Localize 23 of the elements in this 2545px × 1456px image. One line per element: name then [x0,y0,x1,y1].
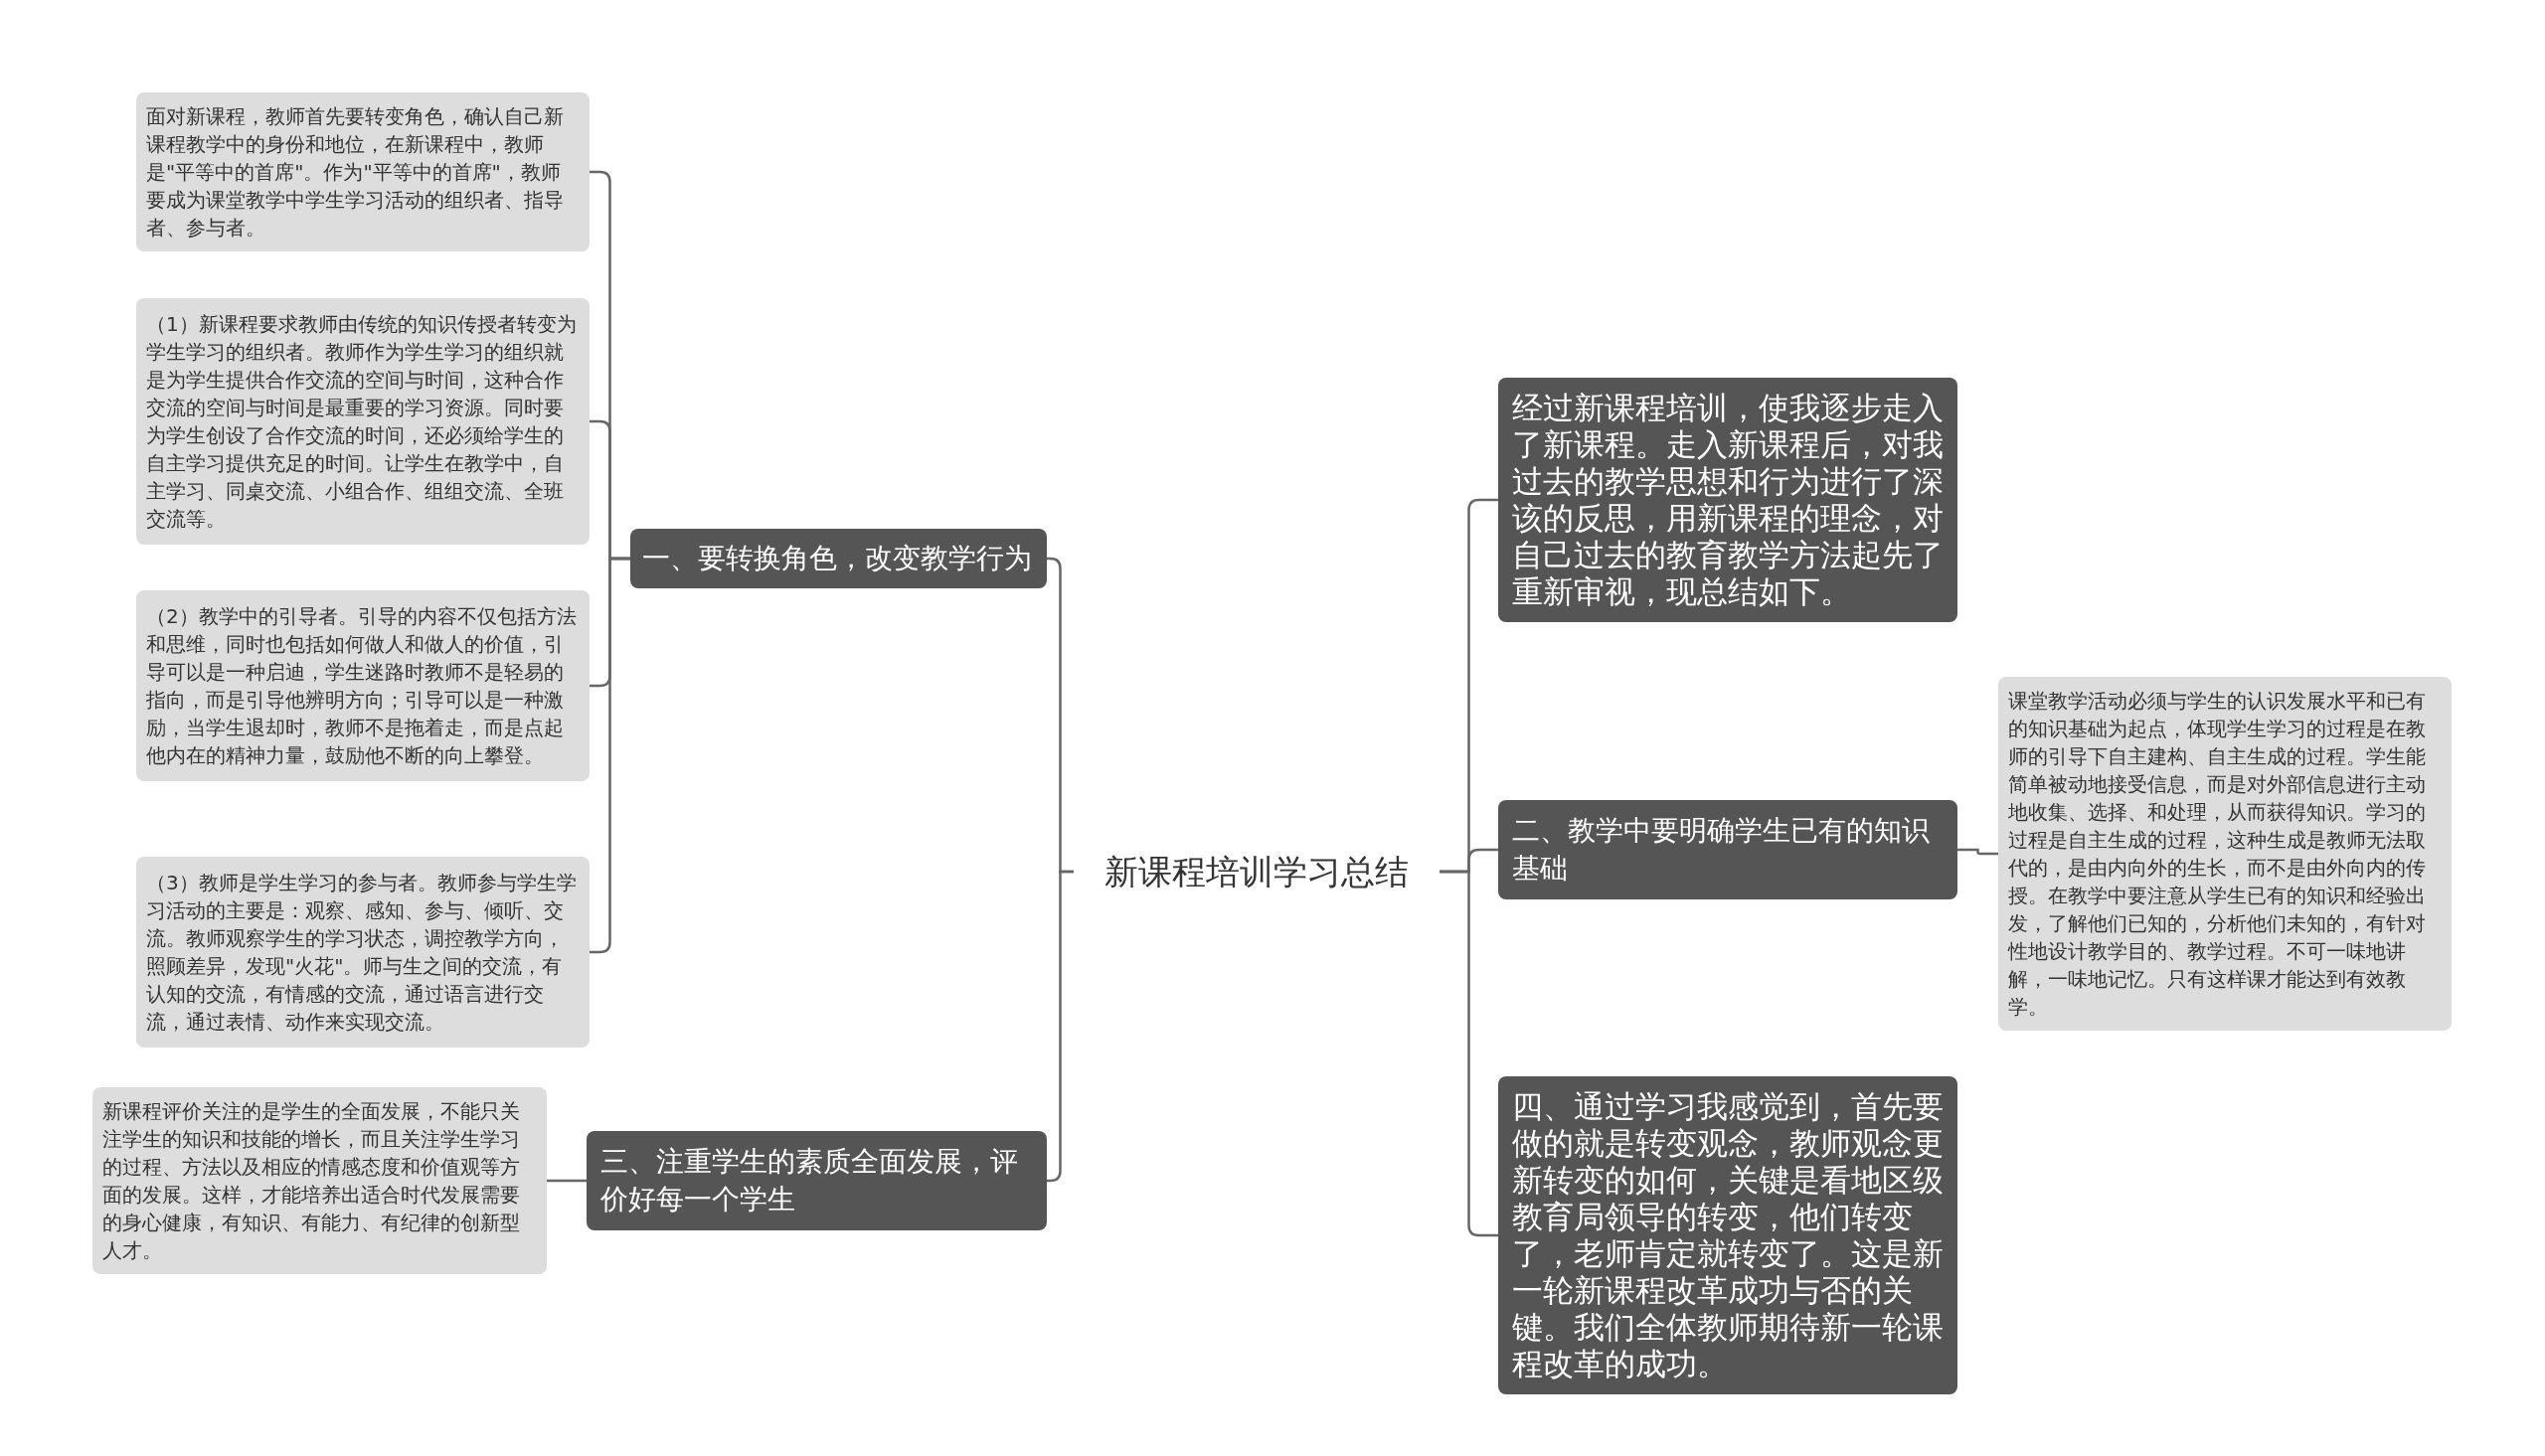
note-text: 课堂教学活动必须与学生的认识发展水平和已有的知识基础为起点，体现学生学习的过程是在教师的引导下自主建构、自主生成的过程。学生能简单被动地接受信息，而是对外部信息进行主动地收集、选择、和处理，从而获得知识。学习的过程是自主生成的过程，这种生成是教师无法取代的，是由内向外的生长，而不是由外向内的传授。在教学中要注意从学生已有的知识和经验出发，了解他们已知的，分析他们未知的，有针对性地设计教学目的、教学过程。不可一味地讲解，一味地记忆。只有这样课才能达到有效教学。 [2008,688,2427,1021]
note-box [136,857,590,1048]
topic-box [1498,800,1957,899]
topic-box [587,1131,1047,1230]
connector-line [547,1179,587,1183]
note-text: 面对新课程，教师首先要转变角色，确认自己新课程教学中的身份和地位，在新课程中，教师是"平等中的首席"。作为"平等中的首席"，教师要成为课堂教学中学生学习活动的组织者、指导者、参与者。 [146,103,565,242]
note-box [136,92,590,251]
topic-text: 二、教学中要明确学生已有的知识基础 [1512,813,1931,887]
note-box [92,1087,547,1274]
note-text: （2）教学中的引导者。引导的内容不仅包括方法和思维，同时也包括如何做人和做人的价值，引导可以是一种启迪，学生迷路时教师不是轻易的指向，而是引导他辨明方向；引导可以是一种激励，当学生退却时，教师不是拖着走，而是点起他内在的精神力量，鼓励他不断的向上攀登。 [146,603,578,769]
note-text: （1）新课程要求教师由传统的知识传授者转变为学生学习的组织者。教师作为学生学习的组织就是为学生提供合作交流的空间与时间，这种合作交流的空间与时间是最重要的学习资源。同时要为学生创设了合作交流的时间，还必须给学生的自主学习提供充足的时间。让学生在教学中，自主学习、同桌交流、小组合作、组组交流、全班交流等。 [146,311,578,533]
topic-text: 四、通过学习我感觉到，首先要做的就是转变观念，教师观念更新转变的如何，关键是看地区级教育局领导的转变，他们转变了，老师肯定就转变了。这是新一轮新课程改革成功与否的关键。我们全体教师期待新一轮课程改革的成功。 [1512,1088,1944,1382]
connector-line [1957,848,1998,856]
topic-text: 经过新课程培训，使我逐步走入了新课程。走入新课程后，对我过去的教学思想和行为进行了深该的反思，用新课程的理念，对自己过去的教育教学方法起先了重新审视，现总结如下。 [1512,390,1944,610]
note-text: （3）教师是学生学习的参与者。教师参与学生学习活动的主要是：观察、感知、参与、倾听、交流。教师观察学生的学习状态，调控教学方向，照顾差异，发现"火花"。师与生之间的交流，有认知的交流，有情感的交流，通过语言进行交流，通过表情、动作来实现交流。 [146,870,578,1036]
topic-box [630,529,1047,588]
connector-line [590,557,630,954]
note-box [136,590,590,781]
note-text: 新课程评价关注的是学生的全面发展，不能只关注学生的知识和技能的增长，而且关注学生学习的过程、方法以及相应的情感态度和价值观等方面的发展。这样，才能培养出适合时代发展需要的身心健康，有知识、有能力、有纪律的创新型人才。 [102,1098,521,1264]
topic-text: 一、要转换角色，改变教学行为 [642,541,1033,576]
topic-text: 三、注重学生的素质全面发展，评价好每一个学生 [600,1144,1019,1217]
central-topic: 新课程培训学习总结 [1074,850,1440,893]
topic-box [1498,378,1957,622]
